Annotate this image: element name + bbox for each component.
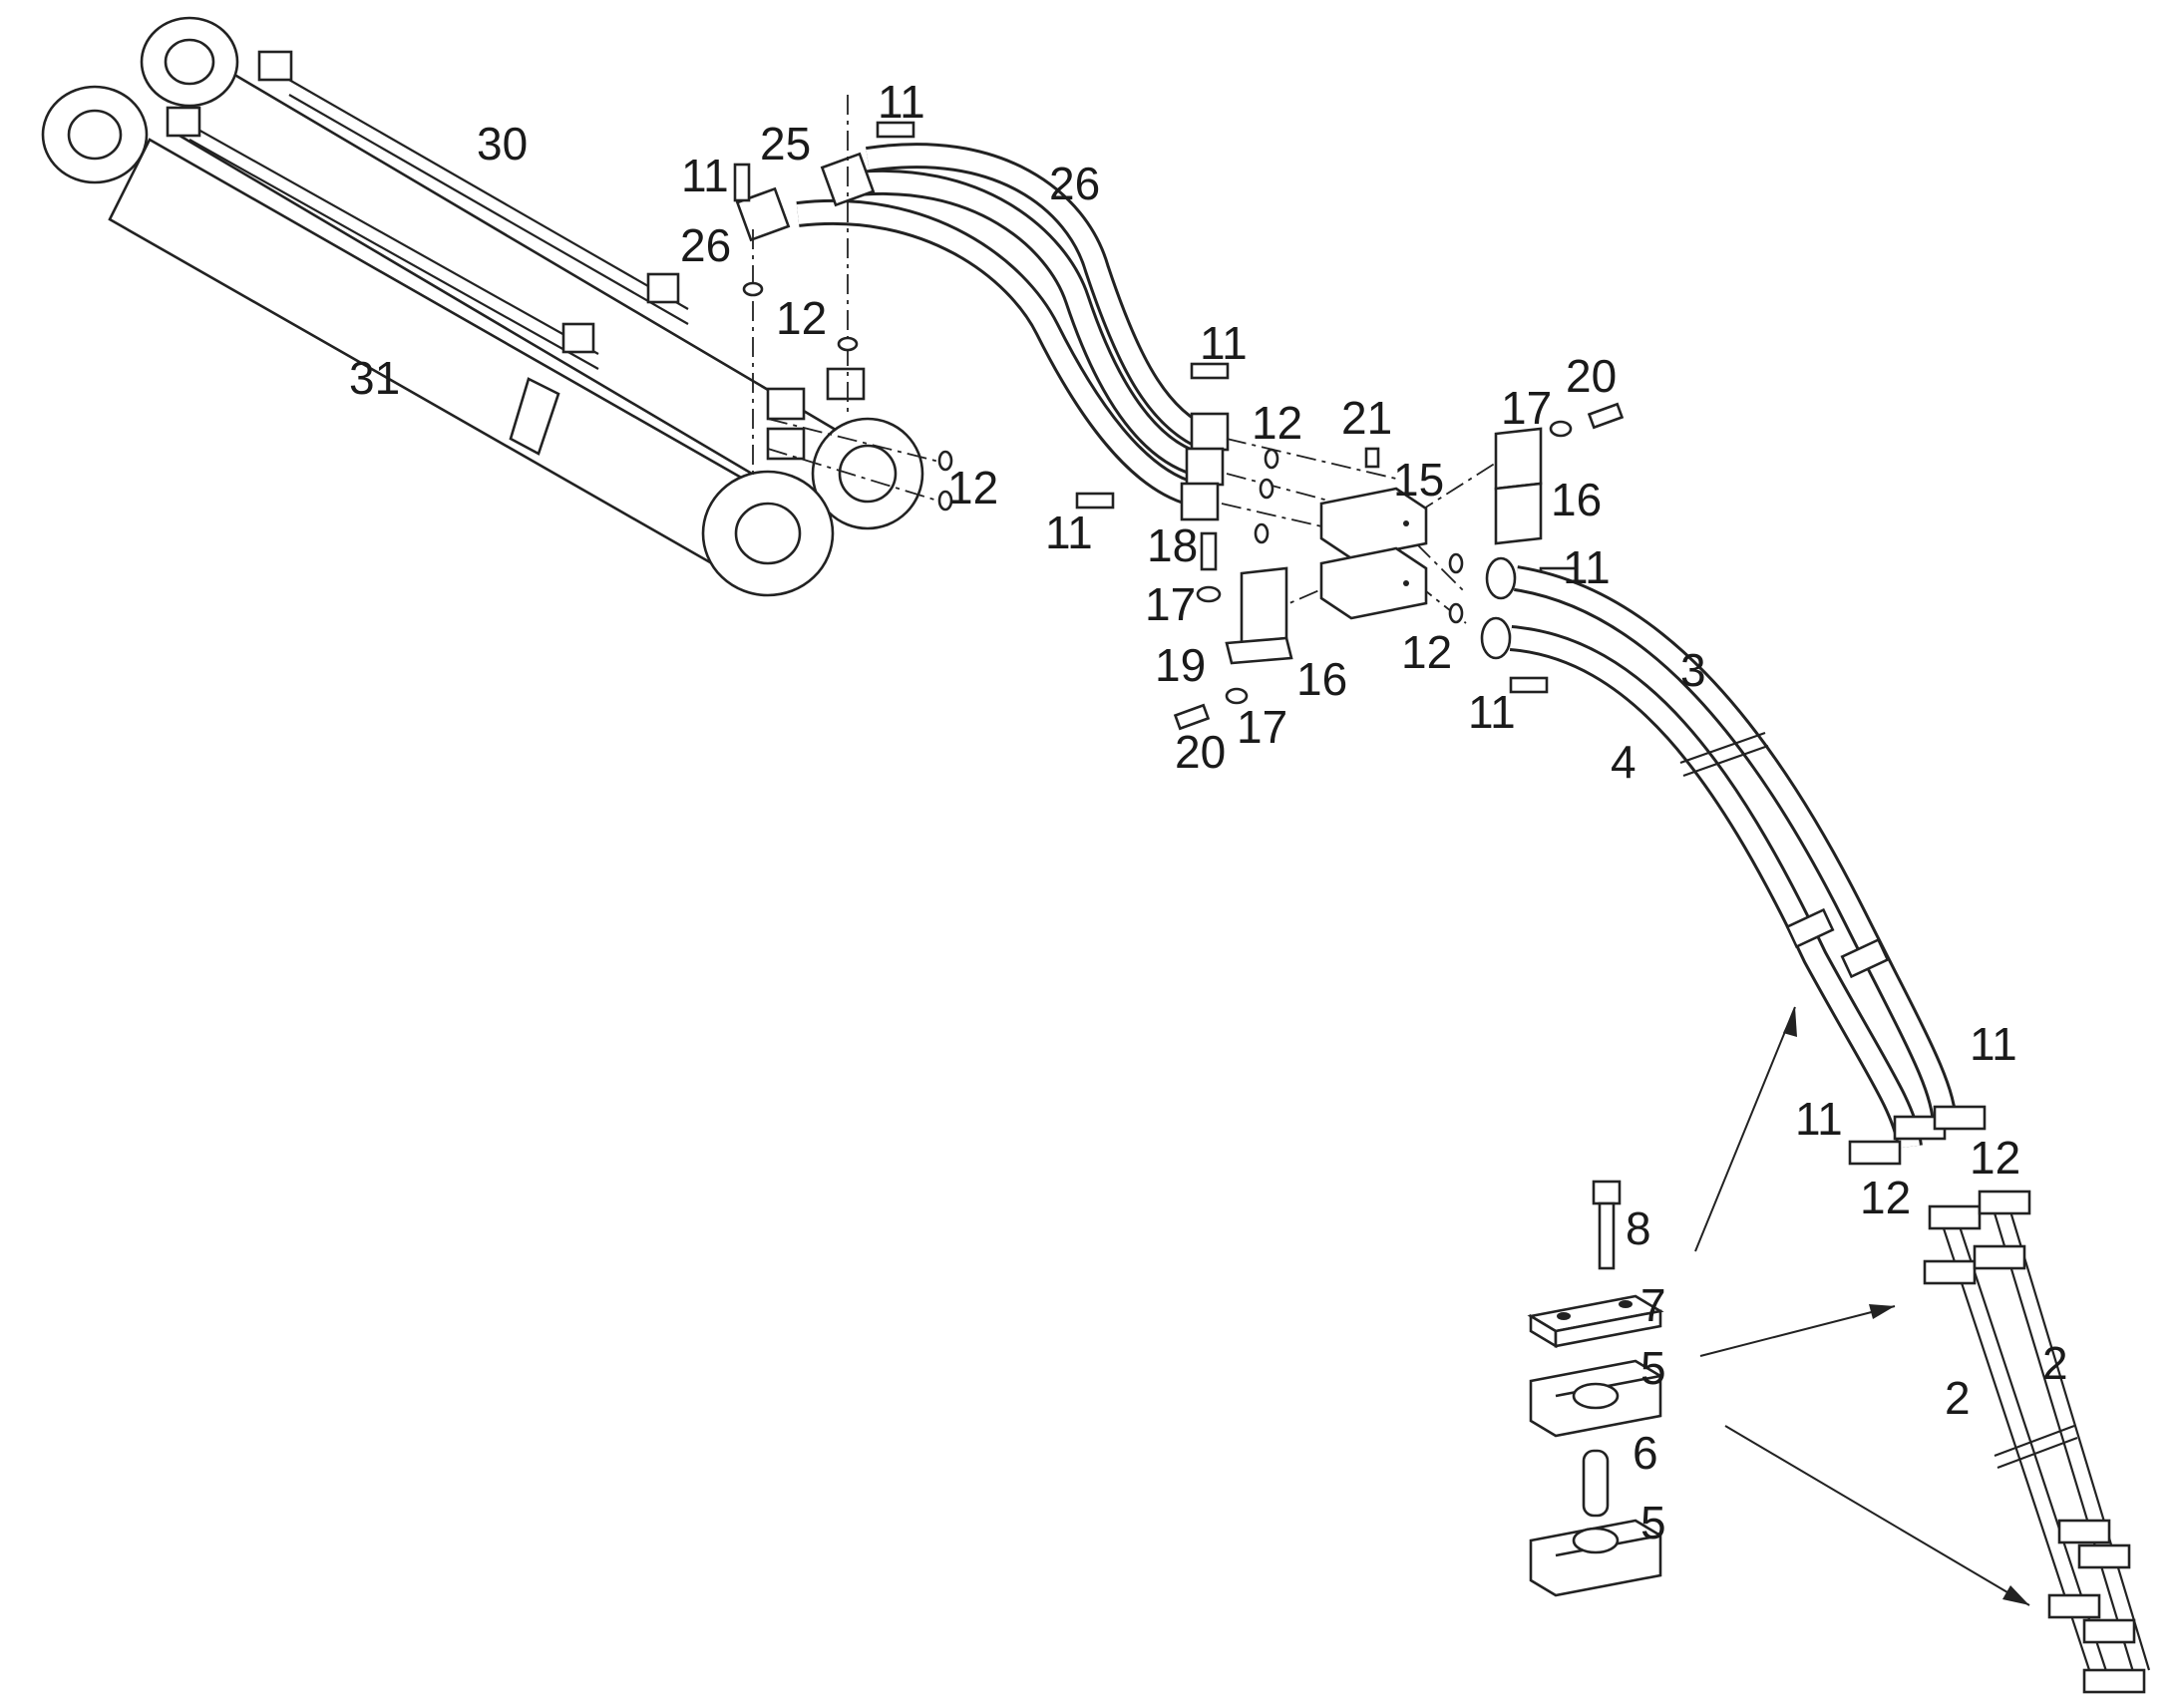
callout-12: 12 (1970, 1132, 2020, 1184)
callout-16: 16 (1296, 653, 1347, 705)
callout-5: 5 (1640, 1497, 1666, 1548)
callout-17: 17 (1237, 701, 1287, 753)
callout-5: 5 (1640, 1342, 1666, 1394)
pointer-arrows (1694, 1006, 2030, 1606)
callout-3: 3 (1680, 644, 1706, 696)
callout-12: 12 (776, 292, 827, 344)
callout-11: 11 (1200, 317, 1248, 369)
callout-31: 31 (349, 352, 400, 404)
callout-16: 16 (1551, 474, 1602, 525)
callout-12: 12 (1860, 1172, 1911, 1223)
callout-6: 6 (1633, 1427, 1658, 1479)
callout-2: 2 (2042, 1337, 2068, 1389)
callout-17: 17 (1145, 578, 1196, 630)
callout-26: 26 (680, 219, 731, 271)
lower-hoses (1480, 556, 1987, 1166)
callout-11: 11 (1045, 507, 1093, 558)
callout-30: 30 (477, 118, 528, 170)
callout-12: 12 (1401, 626, 1452, 678)
callout-8: 8 (1626, 1202, 1651, 1254)
callout-7: 7 (1640, 1279, 1666, 1331)
clamp-assembly-detail (1527, 1180, 1664, 1597)
callout-4: 4 (1611, 736, 1636, 788)
callout-25: 25 (760, 118, 811, 170)
callout-11: 11 (878, 76, 925, 128)
callout-11: 11 (1970, 1018, 2017, 1070)
callout-17: 17 (1501, 382, 1552, 434)
callout-18: 18 (1147, 519, 1198, 571)
callout-11: 11 (681, 150, 729, 201)
callout-15: 15 (1393, 454, 1444, 506)
callout-2: 2 (1945, 1372, 1971, 1424)
upper-hoses (735, 143, 1230, 521)
callout-11: 11 (1795, 1093, 1843, 1145)
callout-12: 12 (1252, 397, 1302, 449)
callout-20: 20 (1175, 726, 1226, 778)
callout-12: 12 (947, 462, 998, 513)
manifold-blocks (1319, 487, 1428, 620)
rigid-lines (1923, 1190, 2151, 1694)
callout-26: 26 (1049, 158, 1100, 209)
callout-20: 20 (1566, 350, 1617, 402)
callout-19: 19 (1155, 639, 1206, 691)
callout-21: 21 (1341, 392, 1392, 444)
hydraulic-cylinders (41, 16, 924, 597)
callout-11: 11 (1468, 686, 1516, 738)
callout-labels: 30 31 11 11 25 26 26 12 12 11 12 21 17 2… (349, 76, 2068, 1548)
callout-11: 11 (1563, 541, 1611, 593)
